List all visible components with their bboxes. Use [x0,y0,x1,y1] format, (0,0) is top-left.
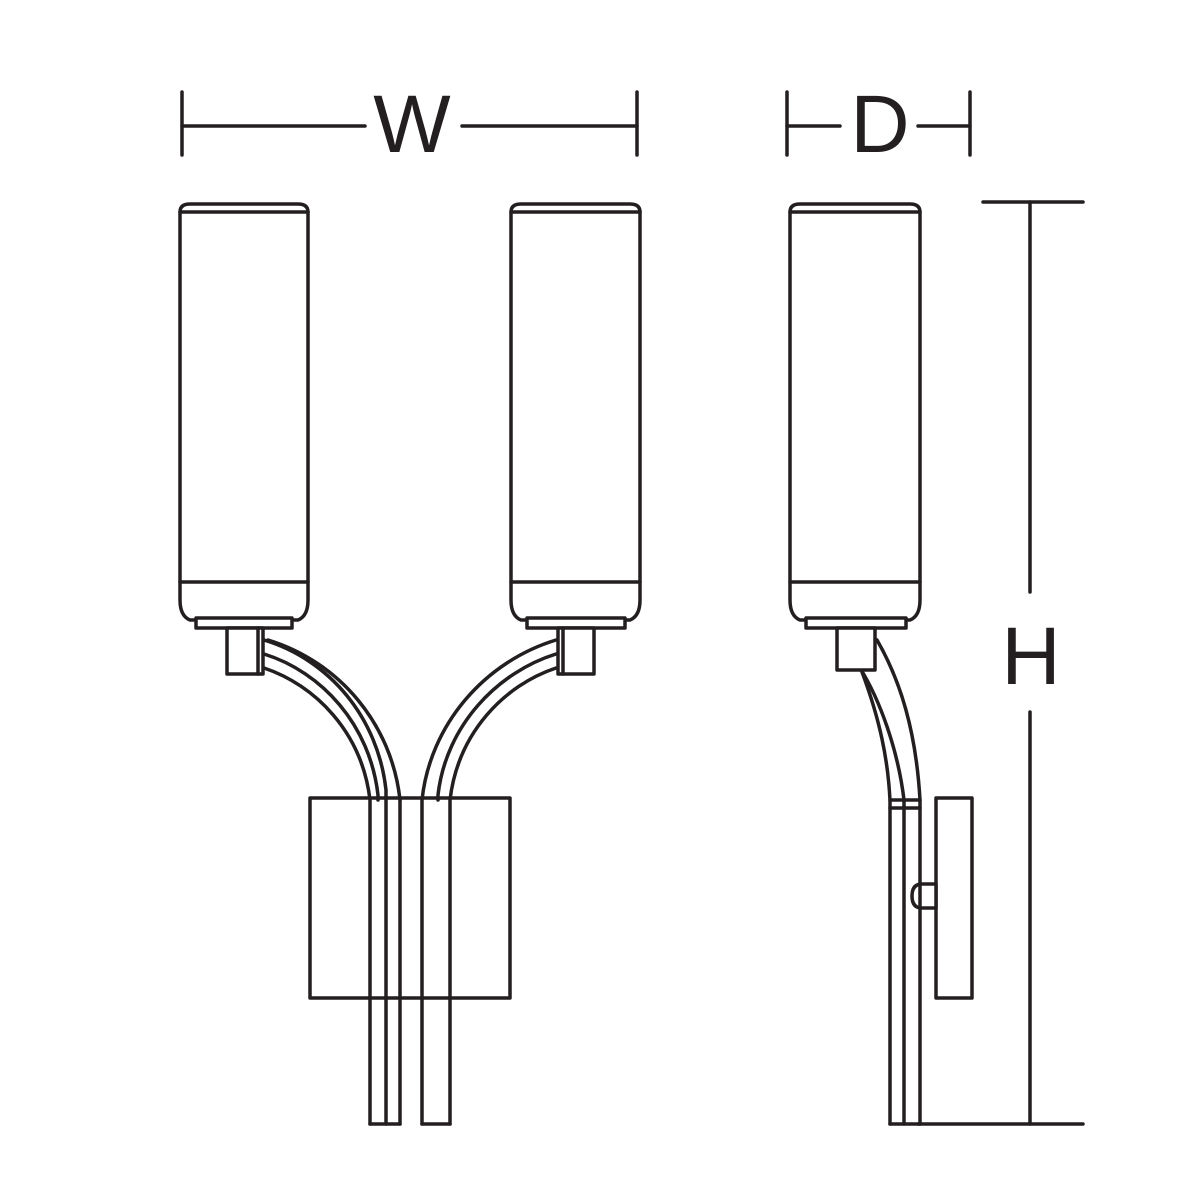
depth-label: D [850,79,909,170]
height-dimension: H [916,200,1085,1126]
side-view [788,202,974,1126]
side-arm [858,638,922,1126]
front-view [178,202,642,1126]
side-mount-knob [910,882,938,910]
width-label: W [373,79,451,170]
front-backplate [308,796,512,1000]
front-right-arm [420,638,558,1126]
side-backplate [934,796,974,1000]
depth-dimension: D [785,79,972,170]
front-right-shade [509,202,642,676]
width-dimension: W [180,79,639,170]
side-socket [835,626,877,672]
front-left-shade [178,202,310,676]
height-label: H [1001,611,1060,702]
front-left-arm [262,638,402,1126]
side-shade [788,202,922,672]
